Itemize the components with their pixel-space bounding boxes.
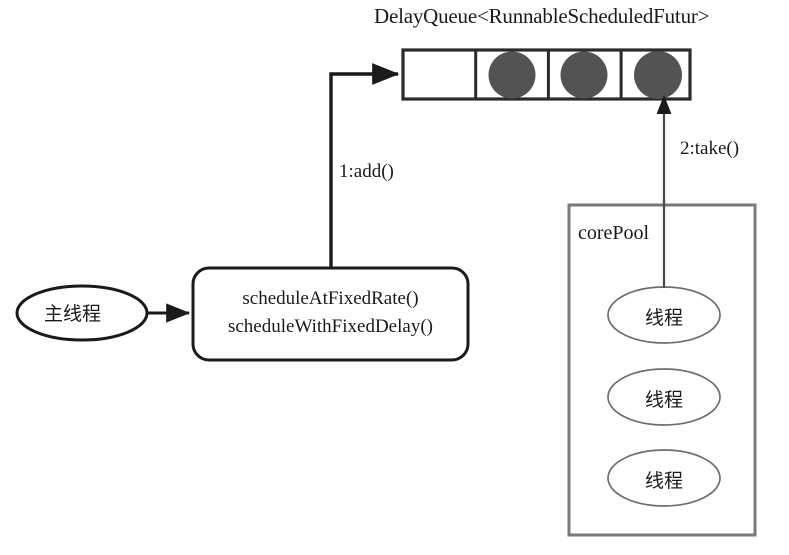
pool-thread-label: 线程 xyxy=(644,307,683,329)
edge-label-add: 1:add() xyxy=(339,161,394,182)
pool-thread-ellipse xyxy=(607,449,721,507)
scheduler-method-label: scheduleAtFixedRate() xyxy=(242,288,419,309)
delay-queue-group xyxy=(401,48,692,101)
queue-task-circle xyxy=(560,51,608,99)
queue-title: DelayQueue<RunnableScheduledFutur> xyxy=(374,4,710,28)
pool-thread-label: 线程 xyxy=(644,470,683,492)
core-pool-label: corePool xyxy=(578,222,650,244)
main-thread-label: 主线程 xyxy=(44,303,102,325)
edge-scheduler-to-queue xyxy=(329,63,400,267)
pool-thread-ellipse xyxy=(607,368,721,426)
scheduler-box xyxy=(191,266,470,362)
scheduler-method-label: scheduleWithFixedDelay() xyxy=(227,316,433,337)
queue-task-circle xyxy=(634,51,682,99)
edge-label-take: 2:take() xyxy=(680,138,740,159)
pool-thread-label: 线程 xyxy=(644,389,683,411)
queue-task-circle xyxy=(488,51,536,99)
